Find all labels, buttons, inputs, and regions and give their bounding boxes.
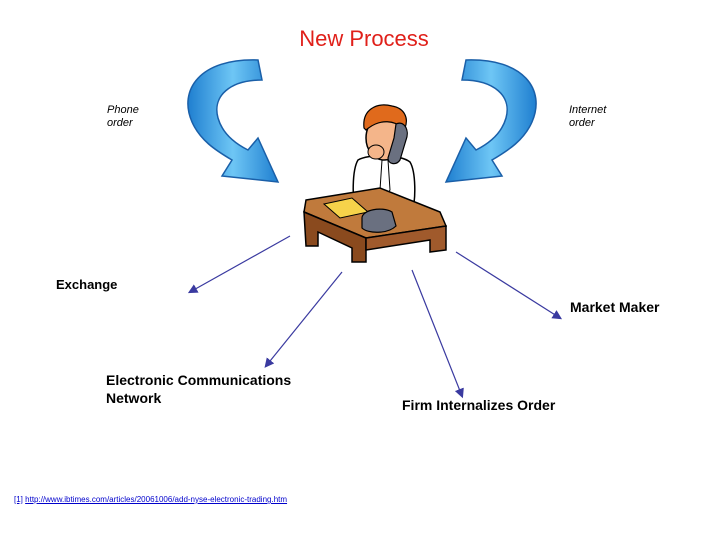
arrow-to-firm <box>411 269 464 399</box>
label-ecn-line2: Network <box>106 390 162 406</box>
arrow-to-market-maker <box>455 251 563 320</box>
label-phone-order: Phone order <box>107 104 139 130</box>
connector-lines <box>187 235 563 399</box>
broker-at-desk-icon <box>303 104 448 263</box>
label-exchange: Exchange <box>56 277 118 292</box>
footer-url-link[interactable]: http://www.ibtimes.com/articles/20061006… <box>25 495 288 504</box>
label-internet-order-line1: Internet <box>569 104 607 116</box>
label-ecn-line1: Electronic Communications <box>106 372 292 388</box>
label-firm-internalizes: Firm Internalizes Order <box>402 397 556 413</box>
curved-arrow-left-icon <box>187 59 280 183</box>
arrow-to-exchange <box>187 235 291 294</box>
label-market-maker: Market Maker <box>570 299 660 315</box>
curved-arrow-right-icon <box>444 59 537 183</box>
label-phone-order-line2: order <box>107 117 133 129</box>
label-ecn: Electronic Communications Network <box>106 371 291 407</box>
footer-reference: [1] http://www.ibtimes.com/articles/2006… <box>14 495 287 504</box>
label-internet-order: Internet order <box>569 104 606 130</box>
arrow-to-ecn <box>264 271 343 368</box>
footer-ref-number[interactable]: [1] <box>14 495 23 504</box>
page-title: New Process <box>299 26 429 51</box>
label-phone-order-line1: Phone <box>107 104 139 116</box>
label-internet-order-line2: order <box>569 117 595 129</box>
